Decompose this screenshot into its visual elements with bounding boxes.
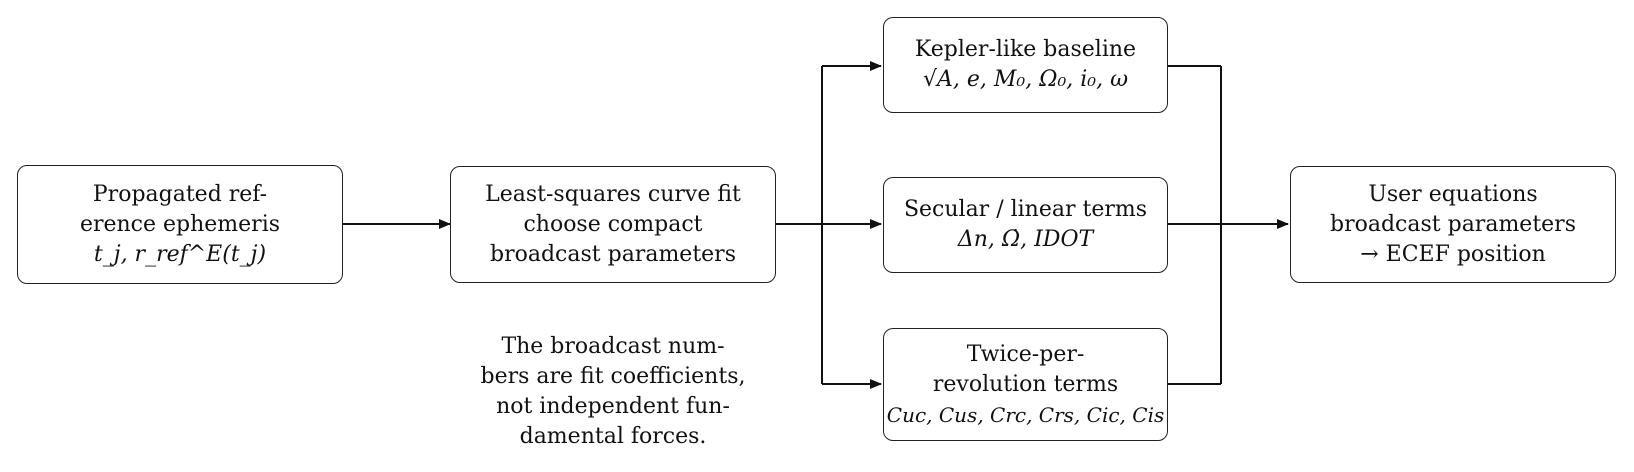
node-kepler-line1: Kepler-like baseline [914, 37, 1137, 62]
node-fit-line3: broadcast parameters [490, 241, 736, 267]
node-fit-line1: Least-squares curve fit [485, 181, 741, 207]
note-line2: bers are fit coefficients, [480, 364, 746, 389]
note-line3: not independent fun- [496, 394, 730, 419]
node-user-line2: broadcast parameters [1330, 211, 1576, 237]
node-secular-line1: Secular / linear terms [903, 197, 1148, 222]
node-user-line1: User equations [1368, 181, 1538, 207]
node-user-equations: User equations broadcast parameters → EC… [1290, 166, 1616, 283]
node-least-squares-fit: Least-squares curve fit choose compact b… [450, 166, 776, 283]
node-kepler-line2: √A, e, M₀, Ω₀, i₀, ω [922, 67, 1129, 92]
note-line4: damental forces. [519, 424, 707, 449]
node-kepler-baseline: Kepler-like baseline √A, e, M₀, Ω₀, i₀, … [883, 17, 1168, 113]
node-propagated-ephemeris: Propagated ref- erence ephemeris t_j, r_… [17, 165, 343, 284]
node-secular-line2: Δn, Ω̇, IDOT [957, 227, 1094, 252]
node-ephemeris-line2: erence ephemeris [79, 211, 281, 237]
node-secular-terms: Secular / linear terms Δn, Ω̇, IDOT [883, 177, 1168, 273]
node-fit-line2: choose compact [523, 211, 703, 237]
note-line1: The broadcast num- [501, 334, 725, 359]
node-user-line3: → ECEF position [1360, 241, 1546, 267]
node-ephemeris-line1: Propagated ref- [92, 181, 268, 207]
node-ephemeris-line3: t_j, r_ref^E(t_j) [93, 241, 267, 267]
annotation-note: The broadcast num- bers are fit coeffici… [463, 332, 763, 452]
node-twice-line3: Cuc, Cus, Crc, Crs, Cic, Cis [886, 402, 1165, 427]
node-twice-line2: revolution terms [932, 371, 1119, 397]
node-twice-line1: Twice-per- [966, 341, 1085, 367]
node-twice-per-revolution: Twice-per- revolution terms Cuc, Cus, Cr… [883, 328, 1168, 441]
